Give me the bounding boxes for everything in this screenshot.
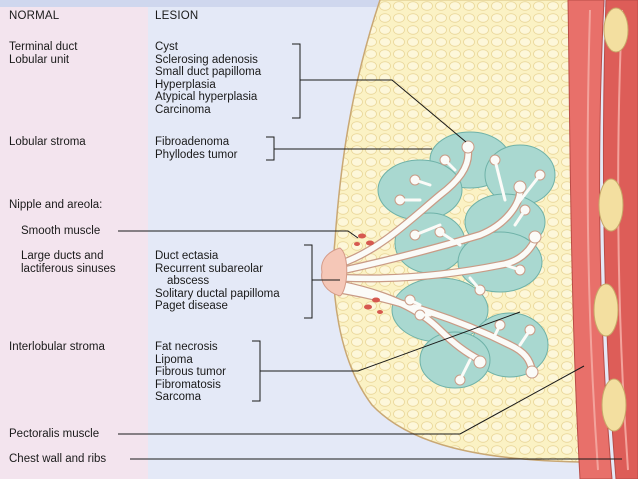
chest-wall-band (602, 0, 638, 479)
bracket-large-ducts (304, 244, 313, 319)
lesion-item: Duct ectasia (155, 250, 219, 262)
lesions-interlobular-stroma: Fat necrosis Lipoma Fibrous tumor Fibrom… (155, 341, 226, 404)
lesion-item: Fat necrosis (155, 341, 218, 353)
lesion-item: Atypical hyperplasia (155, 91, 258, 104)
label-terminal-duct: Terminal duct Lobular unit (9, 41, 77, 66)
top-banner (0, 0, 638, 7)
smooth-muscle-bundles (354, 233, 383, 314)
label-large-ducts: Large ducts and lactiferous sinuses (21, 250, 116, 275)
label-interlobular-stroma: Interlobular stroma (9, 341, 105, 353)
lesion-item: Small duct papilloma (155, 66, 262, 79)
rib-3 (593, 283, 619, 337)
normal-header: NORMAL (9, 10, 60, 22)
skin-contour (332, 0, 581, 463)
label-nipple-areola: Nipple and areola: (9, 199, 103, 211)
lesion-item: Cyst (155, 41, 178, 53)
nipple (321, 247, 348, 297)
normal-column-background (0, 0, 148, 479)
label-line: Lobular unit (9, 53, 70, 66)
leader-pectoralis (118, 365, 585, 435)
lesion-item: Fibrous tumor (155, 366, 226, 379)
lesion-item: Fibromatosis (155, 378, 221, 391)
lesion-item: abscess (167, 275, 210, 288)
lesion-item: Hyperplasia (155, 78, 216, 91)
label-smooth-muscle: Smooth muscle (21, 225, 101, 237)
label-pectoralis-muscle: Pectoralis muscle (9, 428, 100, 440)
lesions-large-ducts: Duct ectasia Recurrent subareolar absces… (155, 250, 280, 313)
label-line: Large ducts and (21, 250, 104, 262)
leader-lines (118, 43, 622, 460)
lesion-item: Carcinoma (155, 103, 211, 116)
leader-interlobular (260, 311, 521, 372)
lesion-item: Recurrent subareolar (155, 262, 264, 275)
label-line: Terminal duct (9, 41, 78, 53)
label-lobular-stroma: Lobular stroma (9, 136, 86, 148)
lesion-item: Sarcoma (155, 391, 202, 404)
leader-terminal-duct (300, 79, 467, 143)
lesion-item: Solitary ductal papilloma (155, 287, 280, 300)
lesions-terminal-duct: Cyst Sclerosing adenosis Small duct papi… (155, 41, 261, 117)
lesion-item: Fibroadenoma (155, 136, 230, 148)
rib-4 (601, 378, 627, 432)
lesion-item: Phyllodes tumor (155, 148, 238, 161)
lesion-item: Paget disease (155, 300, 228, 313)
label-chest-wall: Chest wall and ribs (9, 453, 107, 465)
lesion-item: Sclerosing adenosis (155, 53, 258, 66)
lobule (419, 331, 491, 389)
rib-1 (603, 7, 629, 53)
pectoralis-muscle-band (567, 0, 613, 479)
lesion-header: LESION (155, 10, 199, 22)
bracket-terminal-duct (292, 43, 301, 119)
rib-2 (598, 178, 624, 232)
label-line: lactiferous sinuses (21, 262, 116, 275)
leader-smooth-muscle (118, 230, 359, 239)
lesions-lobular-stroma: Fibroadenoma Phyllodes tumor (155, 136, 237, 161)
lesion-item: Lipoma (155, 353, 193, 366)
